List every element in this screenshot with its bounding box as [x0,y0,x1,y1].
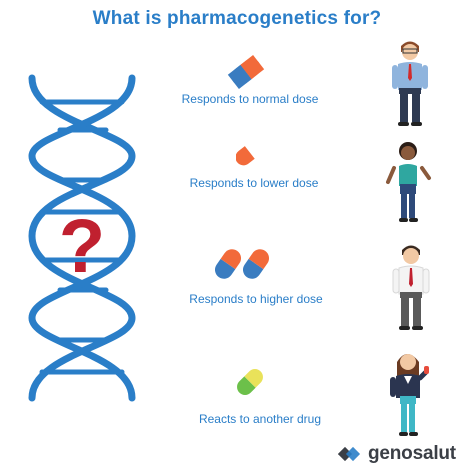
row-label-lower-dose: Responds to lower dose [189,176,319,190]
page-title: What is pharmacogenetics for? [92,8,382,29]
half-capsule-icon [236,146,255,166]
question-mark-icon: ? [59,204,105,289]
person-woman-teal-suit-icon [390,354,429,436]
dna-helix-illustration: ? [28,74,136,402]
brand-name: genosalut [368,443,456,464]
genosalut-logo-icon [338,446,361,462]
row-label-higher-dose: Responds to higher dose [189,292,323,306]
two-capsules-icon [215,249,269,279]
person-man-blue-shirt-icon [392,41,428,126]
person-woman-teal-top-icon [386,142,431,222]
brand-logo: genosalut [338,440,456,468]
capsule-icon [227,55,265,89]
row-label-normal-dose: Responds to normal dose [181,92,319,106]
person-man-white-shirt-icon [392,245,430,330]
row-label-another-drug: Reacts to another drug [198,412,322,426]
green-yellow-capsule-icon [237,369,263,395]
